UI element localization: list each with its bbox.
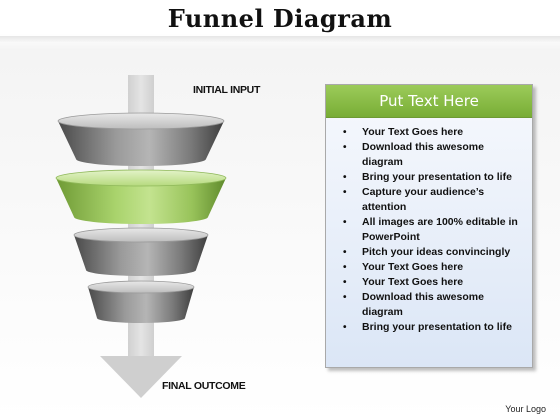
- bullet-item: •Bring your presentation to life: [343, 171, 512, 183]
- bullet-item: •Your Text Goes here: [343, 276, 464, 288]
- bullet-dot-icon: •: [343, 187, 347, 198]
- bullet-dot-icon: •: [343, 247, 347, 258]
- bullet-dot-icon: •: [343, 217, 347, 228]
- logo-text: Your Logo: [505, 404, 546, 414]
- bullet-dot-icon: •: [343, 292, 347, 303]
- ring-2-band: [56, 178, 226, 224]
- funnel-ring-2: [55, 169, 227, 224]
- bullet-item: •Download this awesome diagram: [343, 291, 484, 318]
- bullet-item: •Capture your audience’s attention: [343, 186, 485, 213]
- text-panel: Put Text Here •Your Text Goes here •Down…: [325, 84, 533, 368]
- ring-3-band: [74, 235, 208, 276]
- bullet-item: •Pitch your ideas convincingly: [343, 246, 511, 258]
- bullet-list: •Your Text Goes here •Download this awes…: [326, 118, 532, 335]
- initial-input-label: INITIAL INPUT: [193, 84, 261, 96]
- funnel-ring-1: [57, 112, 225, 166]
- page-title: Funnel Diagram: [167, 4, 393, 33]
- header-band: [0, 36, 560, 42]
- ring-4-top: [87, 280, 195, 294]
- text-panel-header: Put Text Here: [326, 85, 532, 118]
- bullet-item: •All images are 100% editable in PowerPo…: [343, 216, 518, 243]
- final-outcome-label: FINAL OUTCOME: [162, 380, 246, 392]
- bullet-dot-icon: •: [343, 277, 347, 288]
- ring-2-top: [55, 169, 227, 187]
- bullet-dot-icon: •: [343, 127, 347, 138]
- ring-3-top: [73, 227, 209, 243]
- bullet-item: •Download this awesome diagram: [343, 141, 484, 168]
- bullet-dot-icon: •: [343, 262, 347, 273]
- ring-1-band: [58, 121, 224, 166]
- ring-4-band: [88, 287, 194, 323]
- bullet-item: •Your Text Goes here: [343, 126, 464, 138]
- funnel-ring-3: [73, 227, 209, 276]
- bullet-item: •Your Text Goes here: [343, 261, 464, 273]
- bullet-item: •Bring your presentation to life: [343, 321, 512, 333]
- ring-1-top: [57, 112, 225, 130]
- bullet-dot-icon: •: [343, 172, 347, 183]
- bullet-dot-icon: •: [343, 322, 347, 333]
- arrow-head: [100, 356, 182, 398]
- bullet-dot-icon: •: [343, 142, 347, 153]
- funnel-ring-4: [87, 280, 195, 323]
